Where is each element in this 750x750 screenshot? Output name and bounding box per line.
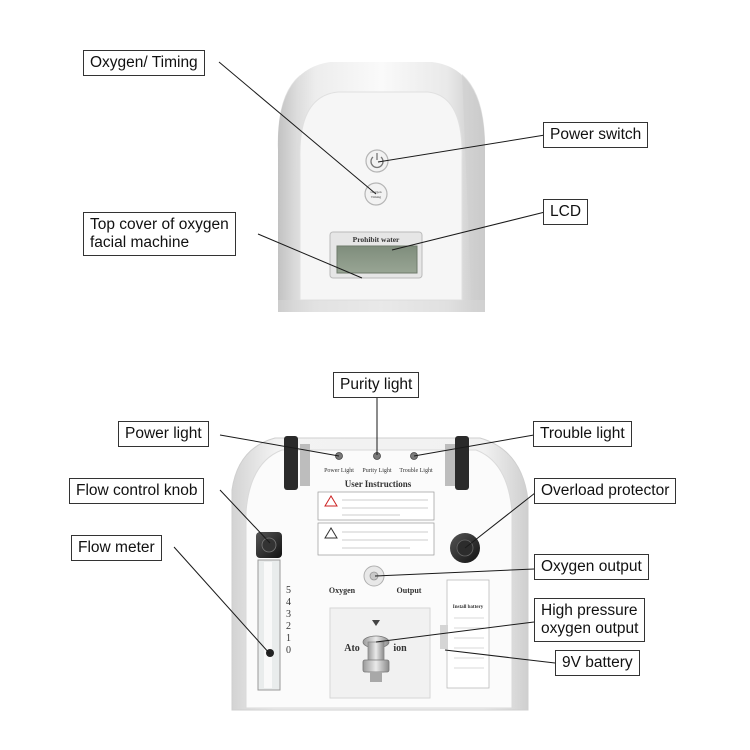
label-oxygen-timing: Oxygen/ Timing — [83, 50, 205, 76]
leader-oxygen-timing — [219, 62, 376, 194]
label-power-light: Power light — [118, 421, 209, 447]
label-top-cover: Top cover of oxygen facial machine — [83, 212, 236, 256]
leader-9v-battery — [445, 650, 555, 663]
leader-flow-control-knob — [220, 490, 270, 543]
label-oxygen-output: Oxygen output — [534, 554, 649, 580]
leader-flow-meter — [174, 547, 270, 654]
leader-top-cover — [258, 234, 362, 278]
leader-overload-protector — [465, 493, 535, 548]
label-lcd: LCD — [543, 199, 588, 225]
label-trouble-light: Trouble light — [533, 421, 632, 447]
leader-power-switch — [378, 135, 545, 162]
label-9v-battery: 9V battery — [555, 650, 640, 676]
leader-trouble-light — [414, 435, 534, 456]
label-flow-meter: Flow meter — [71, 535, 162, 561]
leader-power-light — [220, 435, 339, 456]
label-purity-light: Purity light — [333, 372, 419, 398]
label-overload-protector: Overload protector — [534, 478, 676, 504]
leader-lcd — [392, 212, 545, 250]
label-flow-control-knob: Flow control knob — [69, 478, 204, 504]
label-high-pressure-output: High pressure oxygen output — [534, 598, 645, 642]
label-power-switch: Power switch — [543, 122, 648, 148]
leader-oxygen-output — [375, 569, 534, 576]
leader-high-pressure — [376, 622, 534, 642]
